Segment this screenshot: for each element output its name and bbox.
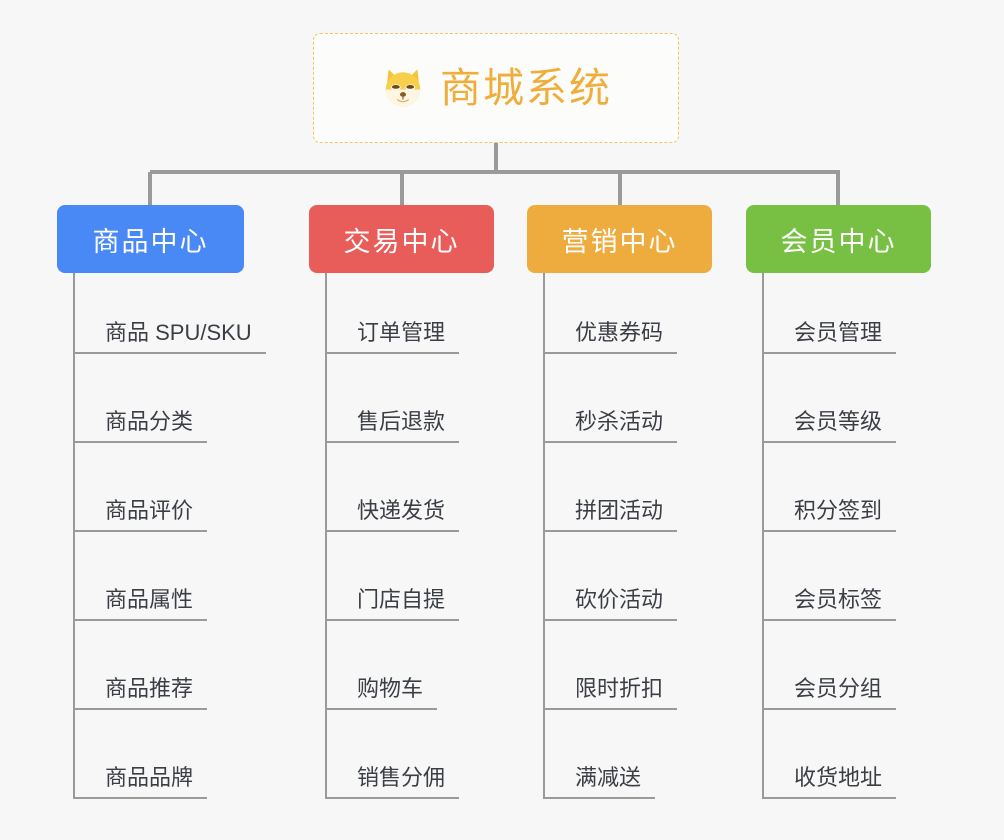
leaf-item[interactable]: 订单管理 [325,265,460,354]
leaf-item[interactable]: 商品分类 [73,354,208,443]
leaf-item-label: 积分签到 [762,497,897,532]
leaf-item[interactable]: 商品推荐 [73,621,208,710]
leaf-item-label: 商品属性 [73,586,208,621]
leaf-item[interactable]: 销售分佣 [325,710,460,799]
leaf-item-label: 商品推荐 [73,675,208,710]
leaf-item[interactable]: 门店自提 [325,532,460,621]
column-spine [73,273,75,799]
leaf-item[interactable]: 拼团活动 [543,443,678,532]
category-label: 会员中心 [780,226,897,257]
leaf-item-label: 满减送 [543,764,656,799]
leaf-item-label: 砍价活动 [543,586,678,621]
leaf-item-label: 拼团活动 [543,497,678,532]
leaf-item[interactable]: 商品评价 [73,443,208,532]
leaf-item-label: 优惠券码 [543,319,678,354]
category-label: 交易中心 [343,226,460,257]
leaf-item[interactable]: 会员标签 [762,532,897,621]
leaf-item[interactable]: 限时折扣 [543,621,678,710]
leaf-item[interactable]: 会员等级 [762,354,897,443]
leaf-item-label: 商品评价 [73,497,208,532]
leaf-item-label: 会员标签 [762,586,897,621]
column-spine [543,273,545,799]
column-spine [325,273,327,799]
leaf-item-label: 会员等级 [762,408,897,443]
leaf-item[interactable]: 收货地址 [762,710,897,799]
leaf-item-label: 商品品牌 [73,764,208,799]
leaf-item-label: 购物车 [325,675,438,710]
leaf-item-label: 会员分组 [762,675,897,710]
leaf-item[interactable]: 商品品牌 [73,710,208,799]
leaf-item-label: 门店自提 [325,586,460,621]
leaf-item[interactable]: 会员管理 [762,265,897,354]
leaf-item-label: 售后退款 [325,408,460,443]
leaf-item-label: 商品分类 [73,408,208,443]
category-label: 商品中心 [92,226,209,257]
leaf-item[interactable]: 会员分组 [762,621,897,710]
category-label: 营销中心 [561,226,678,257]
leaf-item[interactable]: 积分签到 [762,443,897,532]
category-box-member-center[interactable]: 会员中心 [746,205,931,273]
leaf-item-label: 销售分佣 [325,764,460,799]
leaf-item[interactable]: 商品 SPU/SKU [73,265,266,354]
leaf-item-label: 订单管理 [325,319,460,354]
leaf-item-label: 快递发货 [325,497,460,532]
root-node-title: 商城系统 [440,64,612,111]
leaf-item[interactable]: 秒杀活动 [543,354,678,443]
leaf-item-label: 限时折扣 [543,675,678,710]
leaf-item[interactable]: 快递发货 [325,443,460,532]
category-box-product-center[interactable]: 商品中心 [57,205,244,273]
leaf-item[interactable]: 商品属性 [73,532,208,621]
column-spine [762,273,764,799]
leaf-item[interactable]: 优惠券码 [543,265,678,354]
dog-face-icon [380,65,426,111]
root-node-card[interactable]: 商城系统 [313,33,679,143]
category-box-marketing-center[interactable]: 营销中心 [527,205,712,273]
category-box-trade-center[interactable]: 交易中心 [309,205,494,273]
leaf-item-label: 收货地址 [762,764,897,799]
leaf-item[interactable]: 售后退款 [325,354,460,443]
leaf-item[interactable]: 满减送 [543,710,656,799]
leaf-item[interactable]: 砍价活动 [543,532,678,621]
leaf-item-label: 秒杀活动 [543,408,678,443]
leaf-item[interactable]: 购物车 [325,621,438,710]
leaf-item-label: 会员管理 [762,319,897,354]
leaf-item-label: 商品 SPU/SKU [73,319,266,354]
